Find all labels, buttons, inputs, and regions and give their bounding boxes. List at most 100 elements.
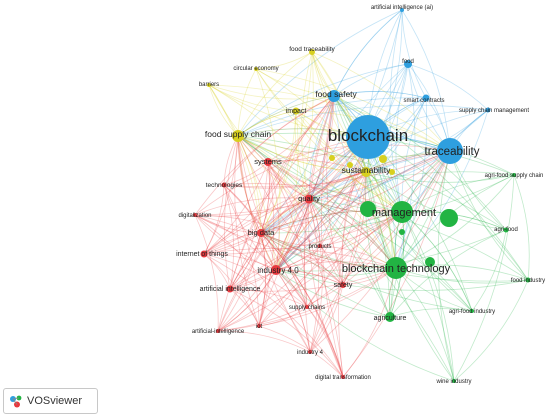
node-safety[interactable] — [340, 282, 346, 288]
label-impact[interactable]: impact — [286, 108, 307, 115]
link-edge — [223, 171, 367, 189]
label-food-supply-chain[interactable]: food supply chain — [205, 129, 271, 139]
unlabeled-node[interactable] — [399, 229, 405, 235]
link-edge — [260, 171, 367, 234]
node-circular-economy[interactable] — [254, 67, 258, 71]
link-edge — [275, 171, 367, 271]
label-food[interactable]: food — [402, 59, 414, 65]
node-agri-food-supply-chain[interactable] — [512, 173, 516, 177]
label-circular-economy[interactable]: circular economy — [233, 66, 278, 72]
link-edge — [237, 95, 335, 137]
label-safety[interactable]: safety — [334, 282, 353, 289]
label-big-data[interactable]: big data — [248, 228, 276, 237]
node-products[interactable] — [318, 244, 322, 248]
node-artificial-intelligence-hyphen[interactable] — [216, 329, 220, 333]
node-smart-contracts[interactable] — [422, 94, 430, 102]
unlabeled-node[interactable] — [347, 162, 353, 168]
link-edge — [275, 269, 344, 286]
node-quality[interactable] — [304, 194, 314, 204]
label-artificial-intelligence-hyphen[interactable]: artificial-intelligence — [192, 329, 245, 335]
label-industry-4-0[interactable]: industry 4.0 — [257, 266, 299, 275]
link-edge — [217, 267, 397, 332]
label-supply-chains[interactable]: supply chains — [289, 305, 325, 311]
label-internet-of-things[interactable]: internet of things — [176, 251, 228, 258]
link-edge — [333, 9, 403, 97]
vosviewer-brand[interactable]: VOSviewer — [3, 388, 98, 414]
label-agriculture[interactable]: agriculture — [374, 315, 407, 322]
label-wine-industry[interactable]: wine industry — [435, 379, 471, 385]
link-edge — [338, 136, 369, 378]
node-blockchain-technology[interactable] — [385, 257, 407, 279]
node-impact[interactable] — [292, 107, 300, 115]
node-agri-food-industry[interactable] — [470, 309, 474, 313]
label-food-industry[interactable]: food industry — [511, 278, 545, 284]
node-internet-of-things[interactable] — [200, 250, 208, 258]
label-agri-food-industry[interactable]: agri-food industry — [449, 309, 495, 315]
link-edge — [260, 51, 313, 234]
link-edge — [194, 136, 369, 216]
label-technologies[interactable]: technologies — [206, 182, 243, 189]
link-edge — [229, 267, 397, 292]
unlabeled-node[interactable] — [425, 257, 435, 267]
label-agri-food-supply-chain[interactable]: agri-food supply chain — [485, 173, 544, 179]
node-wine-industry[interactable] — [452, 379, 456, 383]
label-digital-transformation[interactable]: digital transformation — [315, 375, 371, 381]
node-barriers[interactable] — [207, 83, 211, 87]
node-traceability[interactable] — [437, 138, 463, 164]
node-management[interactable] — [391, 201, 413, 223]
label-food-traceability[interactable]: food traceability — [289, 46, 335, 53]
node-digital-transformation[interactable] — [341, 375, 345, 379]
node-digitalization[interactable] — [193, 213, 197, 217]
node-agri-food[interactable] — [503, 227, 509, 233]
label-systems[interactable]: systems — [254, 157, 282, 166]
label-barriers[interactable]: barriers — [199, 82, 219, 88]
node-food-industry[interactable] — [525, 277, 531, 283]
label-blockchain-technology[interactable]: blockchain technology — [342, 263, 451, 275]
node-industry-4[interactable] — [308, 350, 312, 354]
link-edge — [237, 135, 310, 200]
node-supply-chain-management[interactable] — [485, 107, 491, 113]
node-supply-chains[interactable] — [305, 305, 309, 309]
label-smart-contracts[interactable]: smart contracts — [403, 98, 444, 104]
label-agri-food[interactable]: agri-food — [494, 227, 518, 233]
label-iot[interactable]: iot — [256, 324, 263, 330]
link-edge — [401, 97, 427, 213]
unlabeled-node[interactable] — [440, 209, 458, 227]
unlabeled-node[interactable] — [360, 201, 376, 217]
node-systems[interactable] — [264, 158, 272, 166]
node-sustainability[interactable] — [361, 167, 371, 177]
unlabeled-node[interactable] — [379, 155, 387, 163]
label-digitalization[interactable]: digitalization — [178, 213, 211, 219]
node-blockchain[interactable] — [346, 115, 390, 159]
label-supply-chain-management[interactable]: supply chain management — [459, 108, 529, 114]
node-artificial-intelligence[interactable] — [226, 285, 234, 293]
label-artificial-intelligence[interactable]: artificial intelligence — [200, 286, 261, 293]
unlabeled-node[interactable] — [389, 169, 395, 175]
node-food-supply-chain[interactable] — [232, 130, 244, 142]
label-sustainability[interactable]: sustainability — [342, 165, 391, 175]
link-edge — [258, 306, 308, 327]
node-food[interactable] — [404, 60, 412, 68]
label-quality[interactable]: quality — [298, 194, 320, 203]
label-food-safety[interactable]: food safety — [315, 89, 357, 99]
link-edge — [275, 97, 427, 271]
label-traceability[interactable]: traceability — [425, 146, 480, 158]
link-edge — [223, 161, 269, 186]
node-food-traceability[interactable] — [309, 49, 315, 55]
node-food-safety[interactable] — [328, 90, 340, 102]
node-big-data[interactable] — [257, 229, 265, 237]
node-technologies[interactable] — [221, 182, 227, 188]
label-products[interactable]: products — [308, 244, 331, 250]
node-agriculture[interactable] — [385, 312, 395, 322]
node-artificial-intelligence-ai[interactable] — [400, 8, 404, 12]
node-industry-4-0[interactable] — [271, 265, 281, 275]
label-blockchain[interactable]: blockchain — [328, 126, 408, 145]
label-artificial-intelligence-ai[interactable]: artificial intelligence (ai) — [371, 5, 433, 11]
link-edge — [260, 232, 391, 318]
label-industry-4[interactable]: industry 4 — [297, 350, 324, 356]
label-management[interactable]: management — [372, 207, 436, 219]
node-iot[interactable] — [257, 324, 261, 328]
unlabeled-node[interactable] — [329, 155, 335, 161]
link-edge — [311, 51, 367, 173]
